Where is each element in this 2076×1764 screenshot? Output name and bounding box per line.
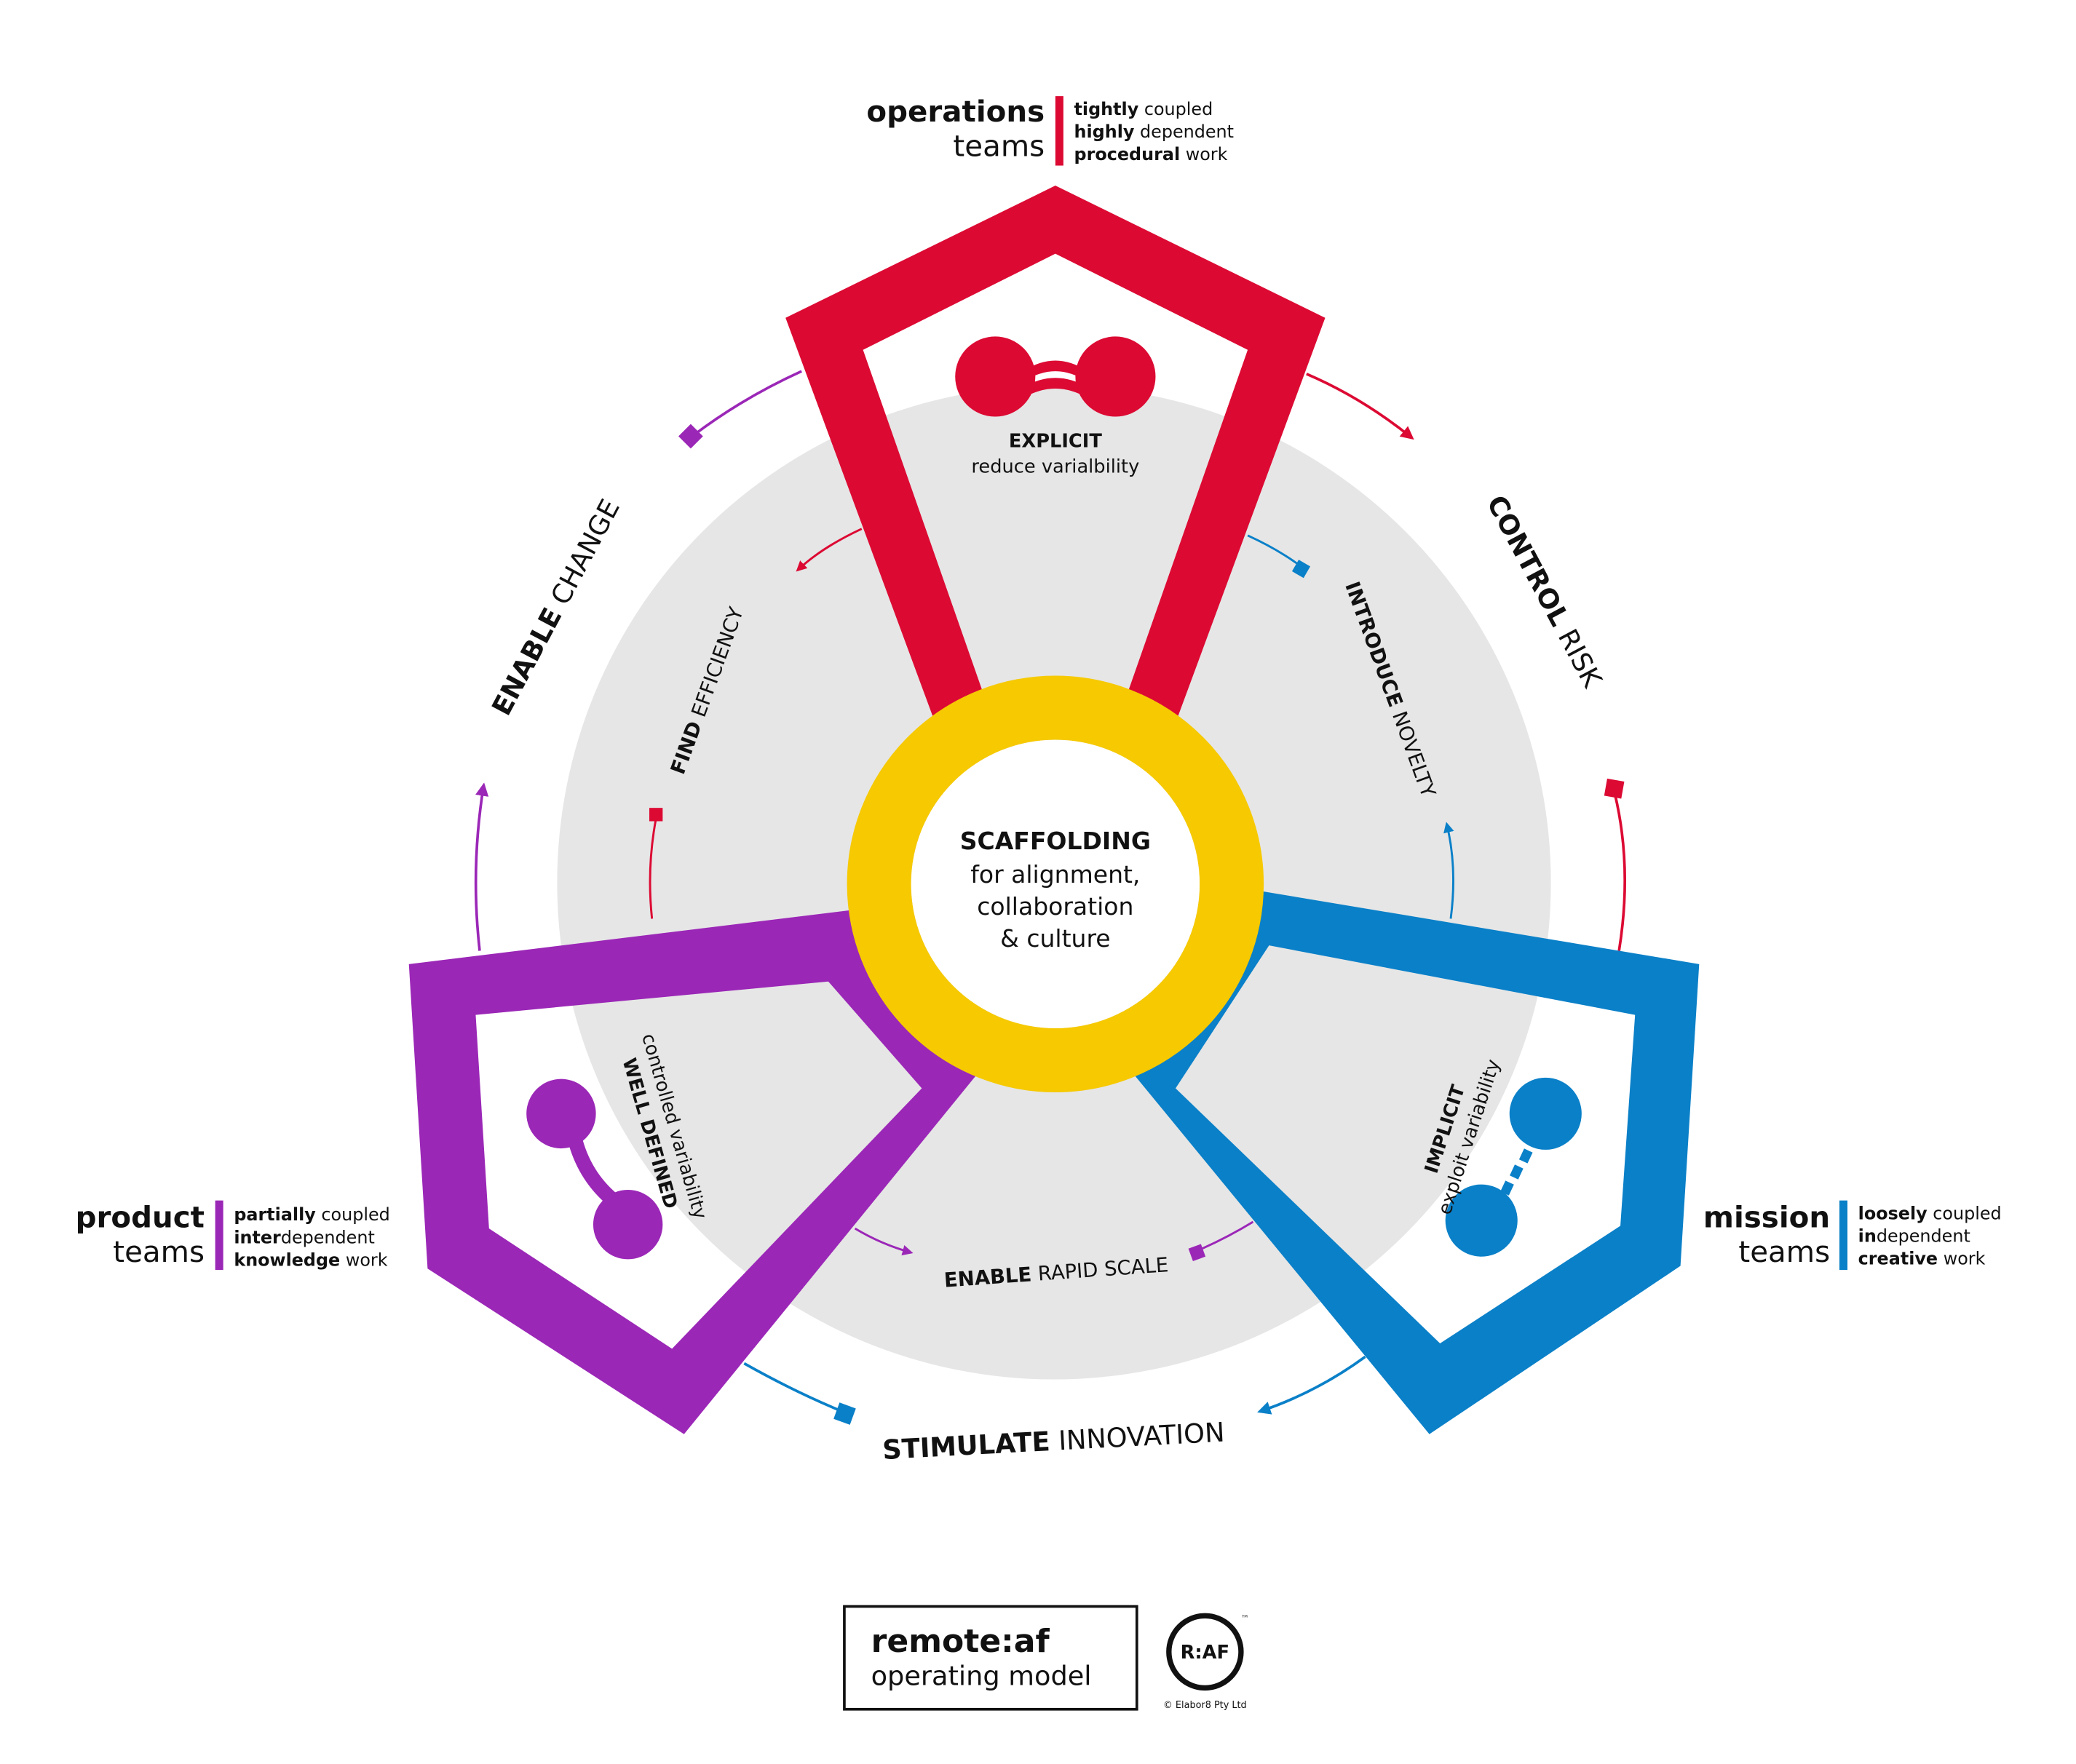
find-efficiency-return-arc bbox=[649, 818, 657, 919]
product-trait-3: knowledge work bbox=[234, 1250, 387, 1271]
find-efficiency-return-marker bbox=[649, 808, 663, 822]
stimulate-innovation-arrow bbox=[1257, 1355, 1366, 1415]
scaffolding-ring bbox=[847, 675, 1264, 1093]
copyright: © Elabor8 Pty Ltd bbox=[1163, 1700, 1247, 1711]
control-risk-return-start bbox=[1604, 778, 1625, 799]
operations-interface-text: reduce varialbility bbox=[971, 456, 1139, 478]
operations-color-bar bbox=[1055, 96, 1063, 166]
brand-tagline: operating model bbox=[871, 1661, 1092, 1692]
operations-interface-title: EXPLICIT bbox=[1009, 431, 1102, 453]
scaffolding-line-1: for alignment, bbox=[970, 860, 1140, 889]
mission-title: mission bbox=[1703, 1200, 1830, 1234]
product-pentagon bbox=[408, 907, 982, 1434]
mission-trait-3: creative work bbox=[1858, 1249, 1986, 1269]
stimulate-innovation-start-arc bbox=[743, 1362, 847, 1415]
mission-trait-1: loosely coupled bbox=[1858, 1203, 2002, 1223]
scaffolding-title: SCAFFOLDING bbox=[960, 827, 1151, 855]
product-title: product bbox=[76, 1200, 205, 1234]
enable-rapid-scale-return-arc bbox=[1202, 1220, 1254, 1250]
operations-title: operations bbox=[866, 95, 1045, 129]
stimulate-innovation-start-marker bbox=[833, 1402, 856, 1425]
product-team-label: product teams partially coupled interdep… bbox=[76, 1200, 390, 1270]
raf-logo-ring bbox=[1166, 1613, 1244, 1691]
operations-subtitle: teams bbox=[953, 130, 1045, 164]
introduce-novelty-start-marker bbox=[1291, 560, 1311, 579]
mission-team-label: mission teams loosely coupled independen… bbox=[1703, 1200, 2002, 1271]
raf-trademark: ™ bbox=[1241, 1614, 1249, 1624]
scaffolding-line-2: collaboration bbox=[977, 892, 1133, 921]
operations-trait-2: highly dependent bbox=[1074, 122, 1234, 142]
operations-pentagon bbox=[785, 186, 1326, 727]
enable-change-start-marker bbox=[678, 424, 703, 449]
control-risk-label: CONTROL RISK bbox=[1481, 490, 1608, 694]
branding-frame bbox=[843, 1605, 1138, 1711]
mission-trait-2: independent bbox=[1858, 1226, 1970, 1247]
control-risk-return-arc bbox=[1613, 794, 1626, 951]
stimulate-innovation-label: STIMULATE INNOVATION bbox=[881, 1417, 1225, 1466]
raf-logo-text: R:AF bbox=[1181, 1642, 1229, 1664]
product-color-bar bbox=[215, 1200, 223, 1271]
product-subtitle: teams bbox=[113, 1235, 205, 1269]
branding-box: remote:af operating model bbox=[843, 1605, 1138, 1711]
operations-team-label: operations teams tightly coupled highly … bbox=[866, 95, 1234, 166]
enable-change-start-arc bbox=[692, 370, 802, 437]
dumbbell-linked-icon bbox=[526, 1078, 663, 1260]
control-risk-arrow bbox=[1306, 373, 1414, 440]
enable-rapid-scale-arrow bbox=[854, 1227, 914, 1256]
product-trait-1: partially coupled bbox=[234, 1204, 389, 1225]
operations-trait-1: tightly coupled bbox=[1074, 99, 1213, 119]
operations-trait-3: procedural work bbox=[1074, 144, 1228, 164]
enable-change-arrow bbox=[474, 782, 489, 951]
scaffolding-line-3: & culture bbox=[1000, 924, 1111, 953]
dumbbell-dotted-icon bbox=[1445, 1077, 1582, 1257]
mission-subtitle: teams bbox=[1738, 1235, 1830, 1269]
product-trait-2: interdependent bbox=[234, 1227, 374, 1247]
enable-rapid-scale-return-marker bbox=[1188, 1244, 1206, 1261]
mission-color-bar bbox=[1839, 1200, 1847, 1271]
brand-name: remote:af bbox=[871, 1623, 1050, 1660]
introduce-novelty-arrow bbox=[1443, 822, 1454, 919]
raf-logo: R:AF ™ © Elabor8 Pty Ltd bbox=[1163, 1613, 1249, 1711]
dumbbell-connected-icon bbox=[955, 336, 1156, 417]
find-efficiency-arrow bbox=[796, 528, 863, 572]
scaffolding-core bbox=[911, 739, 1200, 1028]
mission-pentagon bbox=[1128, 888, 1700, 1434]
